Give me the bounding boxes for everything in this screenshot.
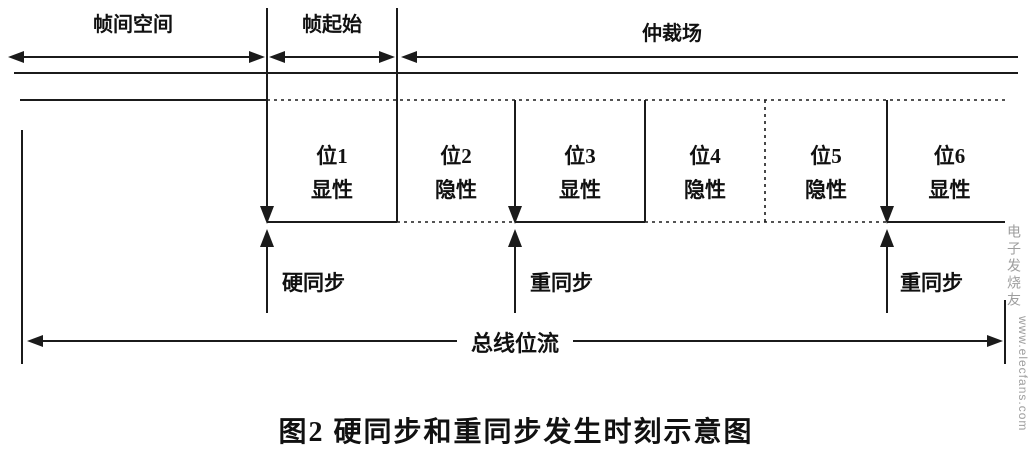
bit-number: 位2 (440, 144, 472, 168)
bit-number: 位1 (316, 144, 348, 168)
interframe-space-span-arrow (8, 51, 265, 63)
bit-state: 显性 (928, 178, 971, 202)
bit-number: 位4 (689, 144, 721, 168)
bit-cell-6: 位6 显性 (887, 127, 1012, 219)
watermark-brand: 电子发烧友 (1006, 224, 1022, 309)
bit-state: 显性 (311, 178, 353, 202)
frame-start-span-arrow (269, 51, 395, 63)
bit-state: 隐性 (684, 178, 726, 202)
resync-arrow-1 (508, 229, 522, 313)
bit-number: 位5 (810, 144, 842, 168)
bit-cell-5: 位5 隐性 (765, 127, 887, 219)
resync-label-1: 重同步 (530, 271, 593, 295)
bit-number: 位3 (564, 144, 596, 168)
bit-cell-3: 位3 显性 (515, 127, 645, 219)
bit-number: 位6 (933, 144, 966, 168)
hard-sync-label: 硬同步 (282, 271, 345, 295)
bit5-bit6-boundary-sync-edge (880, 100, 894, 224)
hard-sync-arrow (260, 229, 274, 313)
bit-cell-4: 位4 隐性 (645, 127, 765, 219)
arbitration-field-label: 仲裁场 (642, 23, 702, 45)
watermark-site: www.elecfans.com (1016, 316, 1030, 432)
bit-state: 隐性 (805, 178, 847, 202)
interframe-space-label: 帧间空间 (93, 14, 173, 36)
bus-stream-label: 总线位流 (456, 326, 574, 358)
bit-cell-2: 位2 隐性 (397, 127, 515, 219)
bit2-bit3-boundary-sync-edge (508, 100, 522, 224)
bit-state: 隐性 (435, 178, 477, 202)
resync-arrow-2 (880, 229, 894, 313)
resync-label-2: 重同步 (900, 271, 963, 295)
frame-start-label: 帧起始 (302, 14, 362, 36)
sof-boundary-hard-sync-edge (260, 8, 274, 224)
figure-caption: 图2 硬同步和重同步发生时刻示意图 (278, 417, 754, 448)
arbitration-span-arrow (401, 51, 1018, 63)
bit-state: 显性 (559, 178, 601, 202)
bit-cell-1: 位1 显性 (267, 127, 397, 219)
